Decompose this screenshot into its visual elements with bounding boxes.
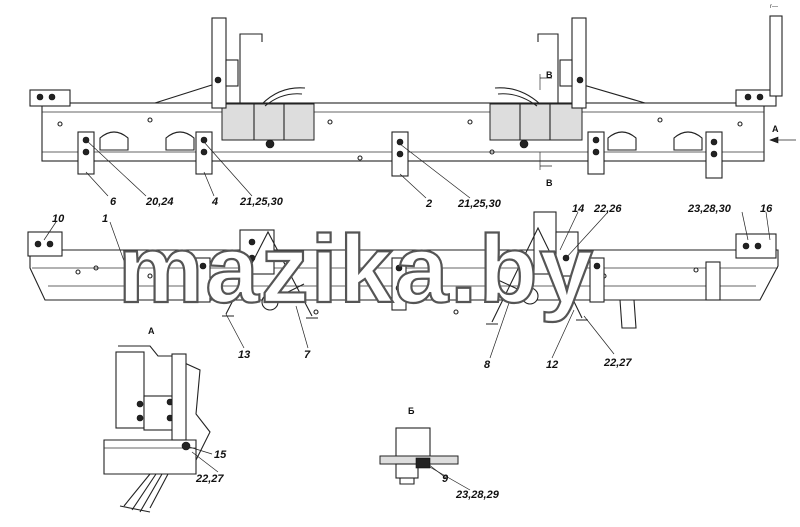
- clamp-plates: [77, 131, 723, 179]
- view-label-b-detail: Б: [408, 406, 415, 416]
- beam-holes: [57, 117, 743, 161]
- callout-22-27-front: 22,27: [603, 357, 632, 369]
- callout-15: 15: [214, 449, 227, 461]
- top-beam-assembly: [29, 15, 796, 179]
- callout-16: 16: [760, 203, 773, 215]
- callout-22-27-view-a: 22,27: [195, 473, 224, 485]
- callout-21-25-30-left: 21,25,30: [239, 196, 284, 208]
- beam-cutout: [607, 131, 637, 151]
- callout-21-25-30-right: 21,25,30: [457, 198, 502, 210]
- callout-13: 13: [238, 349, 250, 361]
- callout-4: 4: [211, 196, 218, 208]
- view-a-lower-block: [103, 439, 197, 475]
- corner-mark: r—: [770, 4, 778, 10]
- view-label-v-bottom: В: [546, 178, 553, 188]
- plate-center: [391, 257, 407, 311]
- callout-22-26: 22,26: [593, 203, 622, 215]
- right-support-frame: [491, 226, 583, 323]
- view-label-v-top: В: [546, 70, 553, 80]
- beam-cutout: [165, 131, 195, 151]
- leader-lines: [43, 139, 771, 491]
- callout-12: 12: [546, 359, 558, 371]
- left-vertical-post: [211, 17, 227, 109]
- right-vertical-post: [571, 17, 587, 109]
- front-beam-holes: [75, 265, 699, 315]
- callout-8: 8: [484, 359, 491, 371]
- beam-cutout: [673, 131, 703, 151]
- callout-9: 9: [442, 473, 449, 485]
- callout-6: 6: [110, 196, 117, 208]
- left-support-frame: [225, 230, 313, 317]
- callout-14: 14: [572, 203, 584, 215]
- right-lever: [494, 87, 541, 105]
- front-beam-assembly: [27, 211, 779, 329]
- view-label-a-detail: А: [148, 326, 155, 336]
- view-a-detail: [103, 345, 211, 513]
- beam-cutout: [99, 131, 129, 151]
- left-cover-slope: [154, 83, 216, 104]
- callout-23-28-29: 23,28,29: [455, 489, 500, 501]
- left-knob: [261, 293, 279, 311]
- callout-23-28-30: 23,28,30: [687, 203, 732, 215]
- right-mount-box: [489, 103, 583, 141]
- callout-7: 7: [304, 349, 311, 361]
- callout-2: 2: [425, 198, 432, 210]
- callout-1: 1: [102, 213, 108, 225]
- view-b-detail: [379, 427, 459, 485]
- left-support-block: [239, 229, 275, 275]
- view-labels: А В В А Б: [148, 70, 779, 416]
- right-knob: [521, 287, 539, 305]
- view-b-post: [395, 427, 431, 459]
- left-mount-box: [221, 103, 315, 141]
- right-vertical-plate: [769, 15, 783, 97]
- right-end-bracket: [735, 89, 777, 107]
- left-lever: [261, 87, 306, 105]
- watermark: mazika.by: [118, 216, 595, 323]
- view-label-a-arrow: А: [772, 124, 779, 134]
- callout-10: 10: [52, 213, 65, 225]
- bracket-10: [27, 231, 63, 257]
- callout-labels: 6 20,24 4 21,25,30 2 21,25,30 10 1 14 22…: [52, 196, 773, 501]
- right-cover-slope: [579, 83, 646, 104]
- callout-20-24: 20,24: [145, 196, 174, 208]
